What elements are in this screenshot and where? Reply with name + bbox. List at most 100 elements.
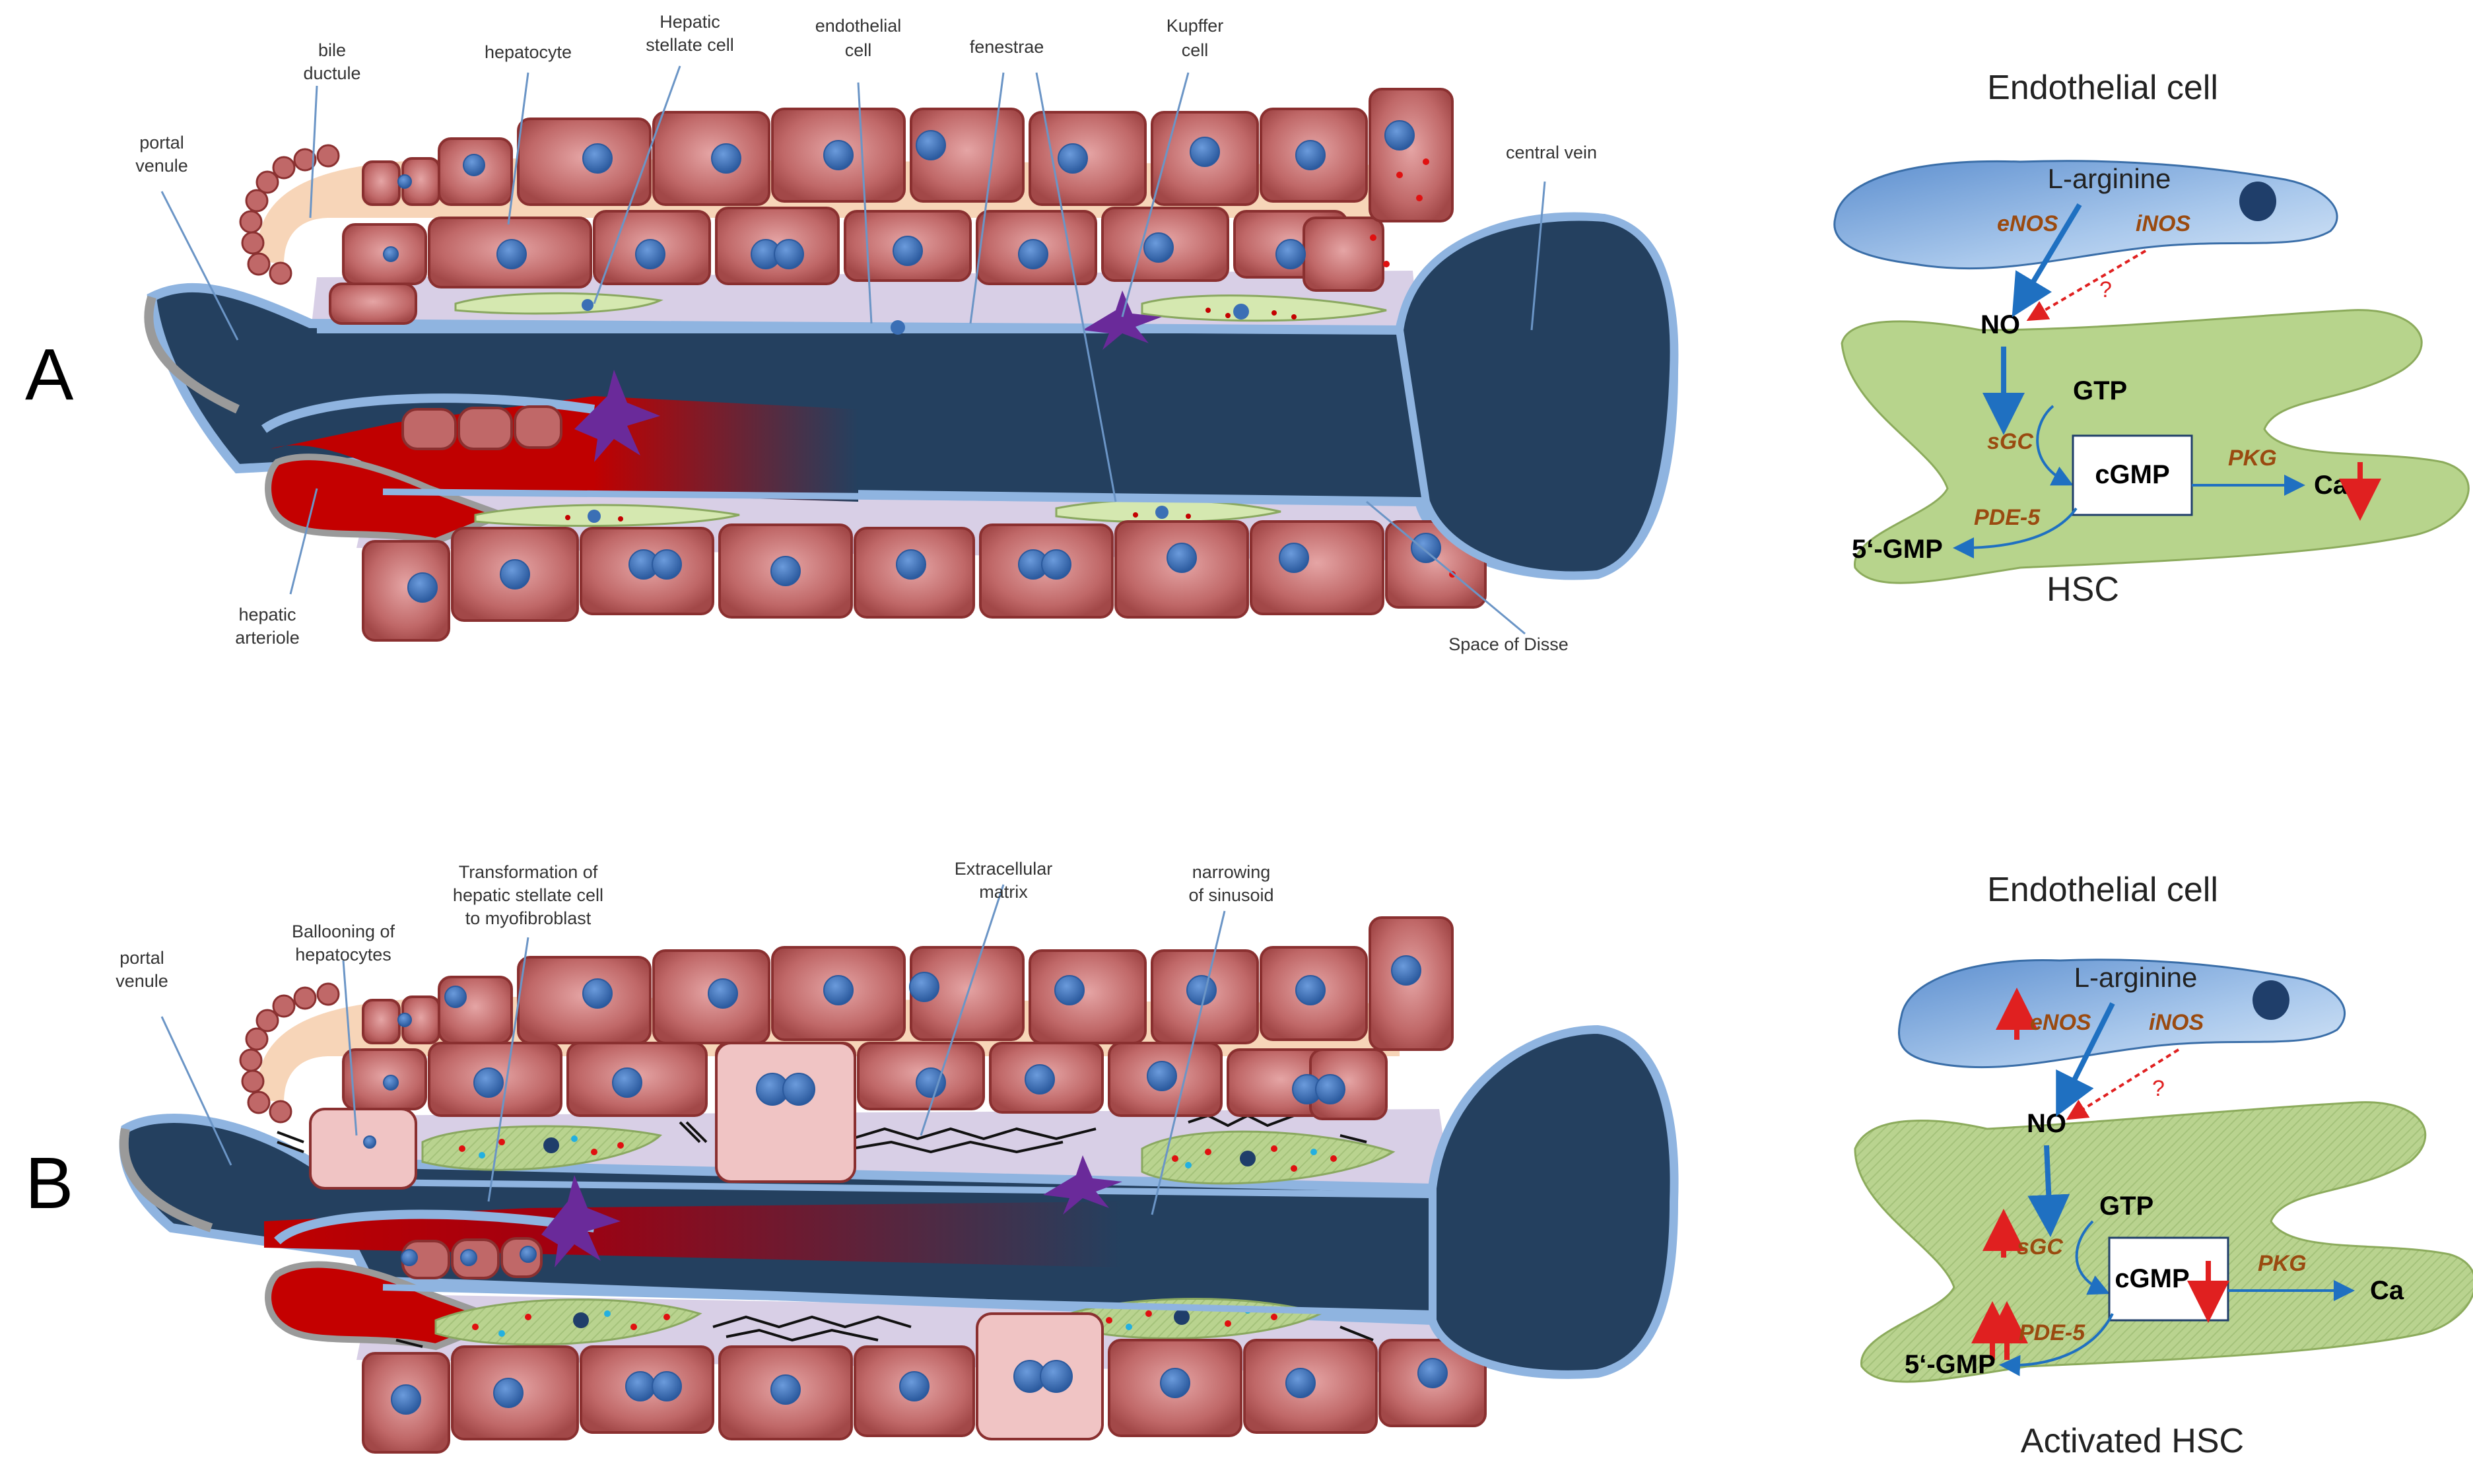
hepatocyte-row-upper-a — [362, 88, 1454, 222]
label-hsc-1: Hepatic — [660, 12, 720, 32]
label-space-of-disse: Space of Disse — [1448, 634, 1569, 654]
label-bile-ductule-2: ductule — [303, 63, 360, 83]
arrow-cgmp-gmp-b — [1999, 1313, 2114, 1376]
endothelium-bottom-a — [382, 489, 1427, 505]
l-arginine-b: L-arginine — [2074, 962, 2198, 993]
kupffer-cell-a — [1083, 290, 1162, 350]
myofibroblast-top-left-b — [421, 1125, 663, 1171]
cgmp-a: cGMP — [2095, 460, 2169, 489]
gmp5-b: 5‘-GMP — [1905, 1350, 1996, 1379]
rbc-cluster-a — [401, 405, 562, 450]
arrow-enos-no-b — [2056, 1002, 2115, 1117]
arteriole-red-a — [265, 454, 512, 545]
sgc-a: sGC — [1987, 429, 2033, 454]
hsc-label-b: Activated HSC — [2021, 1422, 2244, 1460]
enos-b: eNOS — [2030, 1010, 2091, 1035]
lobule-diagram-b: portal venule Ballooning of hepatocytes … — [116, 859, 1679, 1454]
question-a: ? — [2099, 277, 2112, 302]
endothelium-bottom-b — [382, 1284, 1433, 1317]
central-vein-b — [1429, 1025, 1678, 1378]
pde5-a: PDE-5 — [1974, 505, 2041, 530]
arrow-gtp-cgmp-b — [2075, 1220, 2110, 1295]
arrow-no-sgc-b — [2027, 1145, 2070, 1237]
arrow-enos-no-a — [2012, 203, 2082, 318]
label-narrowing-2: of sinusoid — [1188, 885, 1273, 905]
bile-ductule-cells — [239, 144, 340, 285]
kupffer-cell-arteriole-a — [574, 370, 660, 462]
label-ecm-1: Extracellular — [955, 859, 1053, 879]
pathway-a-title: Endothelial cell — [1987, 69, 2218, 107]
label-transformation-3: to myofibroblast — [465, 908, 592, 928]
labels-b: portal venule Ballooning of hepatocytes … — [116, 859, 1273, 991]
pkg-a: PKG — [2228, 446, 2277, 471]
ca-b: Ca — [2370, 1276, 2404, 1305]
panel-b-letter: B — [25, 1143, 73, 1224]
label-endothelial-cell-2: cell — [845, 40, 872, 60]
endothelial-nucleus-b — [2253, 980, 2289, 1020]
lobule-diagram-a: portal venule bile ductule hepatocyte He… — [135, 12, 1679, 654]
kupffer-cell-arteriole-b — [541, 1175, 621, 1267]
label-transformation-2: hepatic stellate cell — [453, 885, 603, 905]
label-kupffer-2: cell — [1182, 40, 1209, 60]
arteriole-endothelium-a — [261, 393, 595, 433]
hsc-label-a: HSC — [2047, 570, 2119, 609]
bile-ductule-cells-b — [239, 982, 340, 1124]
gmp5-a: 5‘-GMP — [1852, 535, 1943, 564]
label-transformation-1: Transformation of — [459, 862, 598, 882]
portal-venule-wall-a — [144, 295, 240, 414]
label-central-vein: central vein — [1506, 143, 1597, 162]
gtp-b: GTP — [2099, 1192, 2153, 1221]
leader-lines-b — [160, 884, 1226, 1215]
panel-a: A — [25, 12, 2470, 654]
sgc-b: sGC — [2017, 1234, 2063, 1260]
panel-a-letter: A — [25, 334, 74, 415]
extracellular-matrix-fibers-b — [277, 1114, 1374, 1348]
myofibroblast-bottom-left-b — [434, 1298, 702, 1346]
pathway-b-title: Endothelial cell — [1987, 871, 2218, 909]
kupffer-cell-b — [1043, 1155, 1122, 1215]
label-bile-ductule-1: bile — [318, 40, 346, 60]
panel-b: B — [25, 859, 2473, 1460]
label-ballooning-1: Ballooning of — [292, 922, 395, 941]
no-a: NO — [1981, 310, 2020, 339]
no-b: NO — [2027, 1109, 2066, 1138]
myofibroblast-top-right-b — [1141, 1130, 1396, 1185]
cgmp-b: cGMP — [2115, 1264, 2189, 1293]
hsc-top-right-a — [1141, 294, 1387, 322]
pathway-a: Endothelial cell L-arginine eNOS iNOS NO… — [1833, 69, 2470, 609]
arrow-gtp-cgmp-a — [2036, 405, 2074, 486]
question-b: ? — [2152, 1076, 2165, 1101]
arteriole-endothelium-b — [274, 1209, 595, 1245]
ballooned-hepatocyte-top-b — [715, 1042, 856, 1183]
cgmp-box-a — [2072, 434, 2193, 516]
pkg-b: PKG — [2258, 1251, 2307, 1276]
hsc-top-left-a — [454, 292, 663, 315]
label-hepatic-arteriole-2: arteriole — [235, 628, 300, 648]
label-fenestrae: fenestrae — [970, 37, 1044, 57]
inos-a: iNOS — [2136, 211, 2190, 236]
leader-lines-a — [160, 65, 1546, 635]
l-arginine-a: L-arginine — [2048, 163, 2171, 194]
endothelial-nucleus — [891, 320, 905, 335]
label-portal-venule-b-1: portal — [119, 948, 164, 968]
label-ballooning-2: hepatocytes — [295, 945, 391, 964]
portal-venule-wall-b — [119, 1128, 213, 1232]
label-hepatocyte: hepatocyte — [485, 42, 572, 62]
endothelial-cell-shape-b — [1898, 959, 2346, 1069]
hsc-bottom-left-a — [474, 504, 740, 527]
hepatocyte-nuclei-b — [363, 955, 1448, 1415]
pde5-b: PDE-5 — [2019, 1320, 2085, 1345]
label-hsc-2: stellate cell — [646, 35, 734, 55]
label-endothelial-cell-1: endothelial — [815, 16, 902, 36]
hepatocyte-row-bottom-a — [362, 520, 1487, 642]
label-ecm-2: matrix — [979, 882, 1028, 902]
ballooned-hepatocyte-left-b — [309, 1108, 417, 1190]
endothelial-cell-shape-a — [1833, 160, 2338, 270]
arrow-inos-no-a — [2026, 250, 2147, 321]
ca-a: Ca — [2314, 471, 2348, 500]
pde5-increase-arrows-b — [1971, 1301, 2028, 1360]
arrow-inos-no-b — [2066, 1048, 2180, 1120]
enos-a: eNOS — [1997, 211, 2058, 236]
label-portal-venule-a-2: venule — [135, 156, 188, 176]
